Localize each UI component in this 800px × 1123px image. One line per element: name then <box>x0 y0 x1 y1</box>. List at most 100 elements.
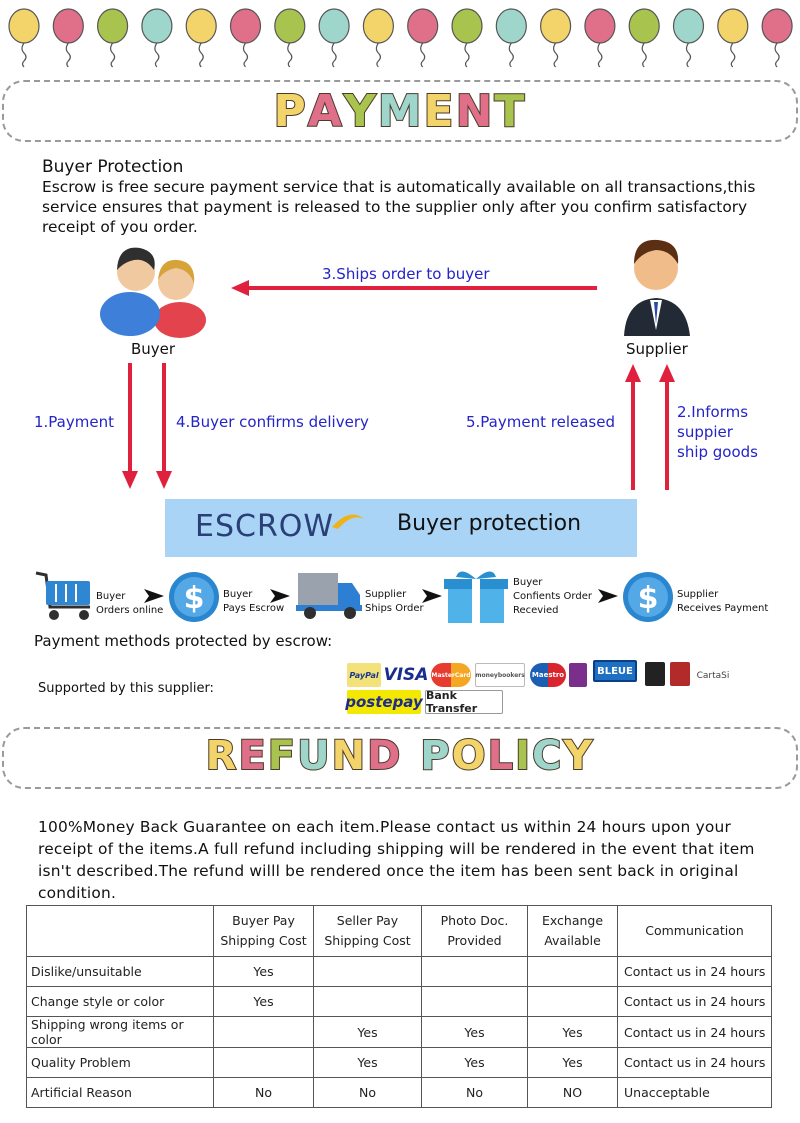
maestro-logo: Maestro <box>530 663 566 687</box>
table-cell: No <box>421 1077 528 1108</box>
supplier-label: Supplier <box>626 340 688 358</box>
balloon-icon <box>628 8 660 68</box>
balloon-garland-graphic <box>8 8 793 68</box>
escrow-flow-diagram <box>100 239 690 490</box>
table-cell: No <box>213 1077 314 1108</box>
refund-title-text: REFUND POLICY <box>205 732 595 780</box>
informs-line-3: ship goods <box>677 443 758 461</box>
title-letter: D <box>366 732 403 780</box>
refund-title: REFUND POLICY <box>0 732 800 780</box>
title-letter: C <box>531 732 564 780</box>
title-letter: F <box>267 732 298 780</box>
header-text-line: Seller Pay <box>336 913 399 928</box>
title-letter: L <box>487 732 516 780</box>
header-text-line: Shipping Cost <box>220 933 307 948</box>
informs-line-1: 2.Informs <box>677 403 749 421</box>
balloon-icon <box>52 8 84 68</box>
svg-text:$: $ <box>184 581 205 616</box>
card-logo-red <box>670 662 690 686</box>
title-letter: R <box>205 732 239 780</box>
title-letter: Y <box>562 732 595 780</box>
header-cell: Communication <box>617 905 772 957</box>
title-letter: E <box>237 732 268 780</box>
buyer-confirms-label: 4.Buyer confirms delivery <box>176 413 369 431</box>
table-cell: Contact us in 24 hours <box>617 1047 772 1078</box>
refund-policy-text: 100%Money Back Guarantee on each item.Pl… <box>38 818 755 902</box>
escrow-swoosh-icon <box>332 514 364 529</box>
title-letter: E <box>423 85 456 138</box>
ships-order-arrow <box>231 280 597 296</box>
balloon-icon <box>451 8 483 68</box>
title-letter: A <box>307 85 344 138</box>
postepay-logo: postepay <box>345 690 423 714</box>
supplier-businessman-icon <box>624 239 690 336</box>
table-cell: Yes <box>421 1047 528 1078</box>
balloon-icon <box>274 8 306 68</box>
carte-bleue-logo: BLEUE <box>593 660 637 682</box>
refund-banner <box>2 727 798 789</box>
header-text-line: Exchange <box>541 913 604 928</box>
title-letter: M <box>377 85 424 138</box>
buyer-couple-icon <box>100 247 206 338</box>
table-cell: NO <box>527 1077 618 1108</box>
payment-label: 1.Payment <box>34 413 114 431</box>
ships-order-label: 3.Ships order to buyer <box>322 265 490 283</box>
buyer-protection-text: Escrow is free secure payment service th… <box>42 178 756 236</box>
step-4-line2: Confients Order <box>513 591 592 602</box>
visa-logo: VISA <box>383 665 429 685</box>
table-cell: Shipping wrong items or color <box>26 1016 214 1048</box>
delivery-truck-icon <box>296 573 362 619</box>
step-4-line3: Recevied <box>513 605 559 616</box>
table-cell <box>527 986 618 1017</box>
step-4-label: Buyer Confients Order Recevied <box>513 576 592 618</box>
escrow-word: ESCROW <box>195 509 335 544</box>
title-letter: U <box>296 732 332 780</box>
moneybookers-logo: moneybookers <box>475 663 525 687</box>
step-5-label: Supplier Receives Payment <box>677 588 768 616</box>
title-letter: P <box>273 85 308 138</box>
header-text-line: Available <box>544 933 601 948</box>
payment-released-arrow <box>625 364 641 490</box>
informs-supplier-arrow <box>659 364 675 490</box>
dollar-coin-icon: $ <box>169 572 219 622</box>
balloon-icon <box>362 8 394 68</box>
table-cell: Yes <box>527 1047 618 1078</box>
table-cell: Contact us in 24 hours <box>617 986 772 1017</box>
card-logo-purple <box>569 663 587 687</box>
header-text-line: Provided <box>447 933 502 948</box>
payment-logos: PayPal VISA MasterCard moneybookers Maes… <box>345 660 737 716</box>
balloon-icon <box>717 8 749 68</box>
step-1-line2: Orders online <box>96 605 164 616</box>
step-2-line2: Pays Escrow <box>223 603 285 614</box>
table-cell <box>421 986 528 1017</box>
balloon-icon <box>495 8 527 68</box>
title-letter: T <box>493 85 527 138</box>
buyer-confirms-arrow <box>156 363 172 489</box>
payment-title-text: PAYMENT <box>273 85 527 138</box>
step-5-line1: Supplier <box>677 589 719 600</box>
escrow-steps-row: $ $ <box>35 571 673 623</box>
paypal-logo: PayPal <box>347 663 381 687</box>
title-letter: N <box>455 85 495 138</box>
shopping-cart-icon <box>35 571 90 620</box>
table-cell: Contact us in 24 hours <box>617 1016 772 1048</box>
escrow-tagline: Buyer protection <box>397 511 582 536</box>
table-cell <box>313 956 422 987</box>
balloon-garland <box>0 8 800 68</box>
balloon-icon <box>407 8 439 68</box>
balloon-icon <box>185 8 217 68</box>
step-3-line2: Ships Order <box>365 603 424 614</box>
supported-by-supplier-label: Supported by this supplier: <box>38 681 214 696</box>
table-cell: Change style or color <box>26 986 214 1017</box>
table-cell: Contact us in 24 hours <box>617 956 772 987</box>
